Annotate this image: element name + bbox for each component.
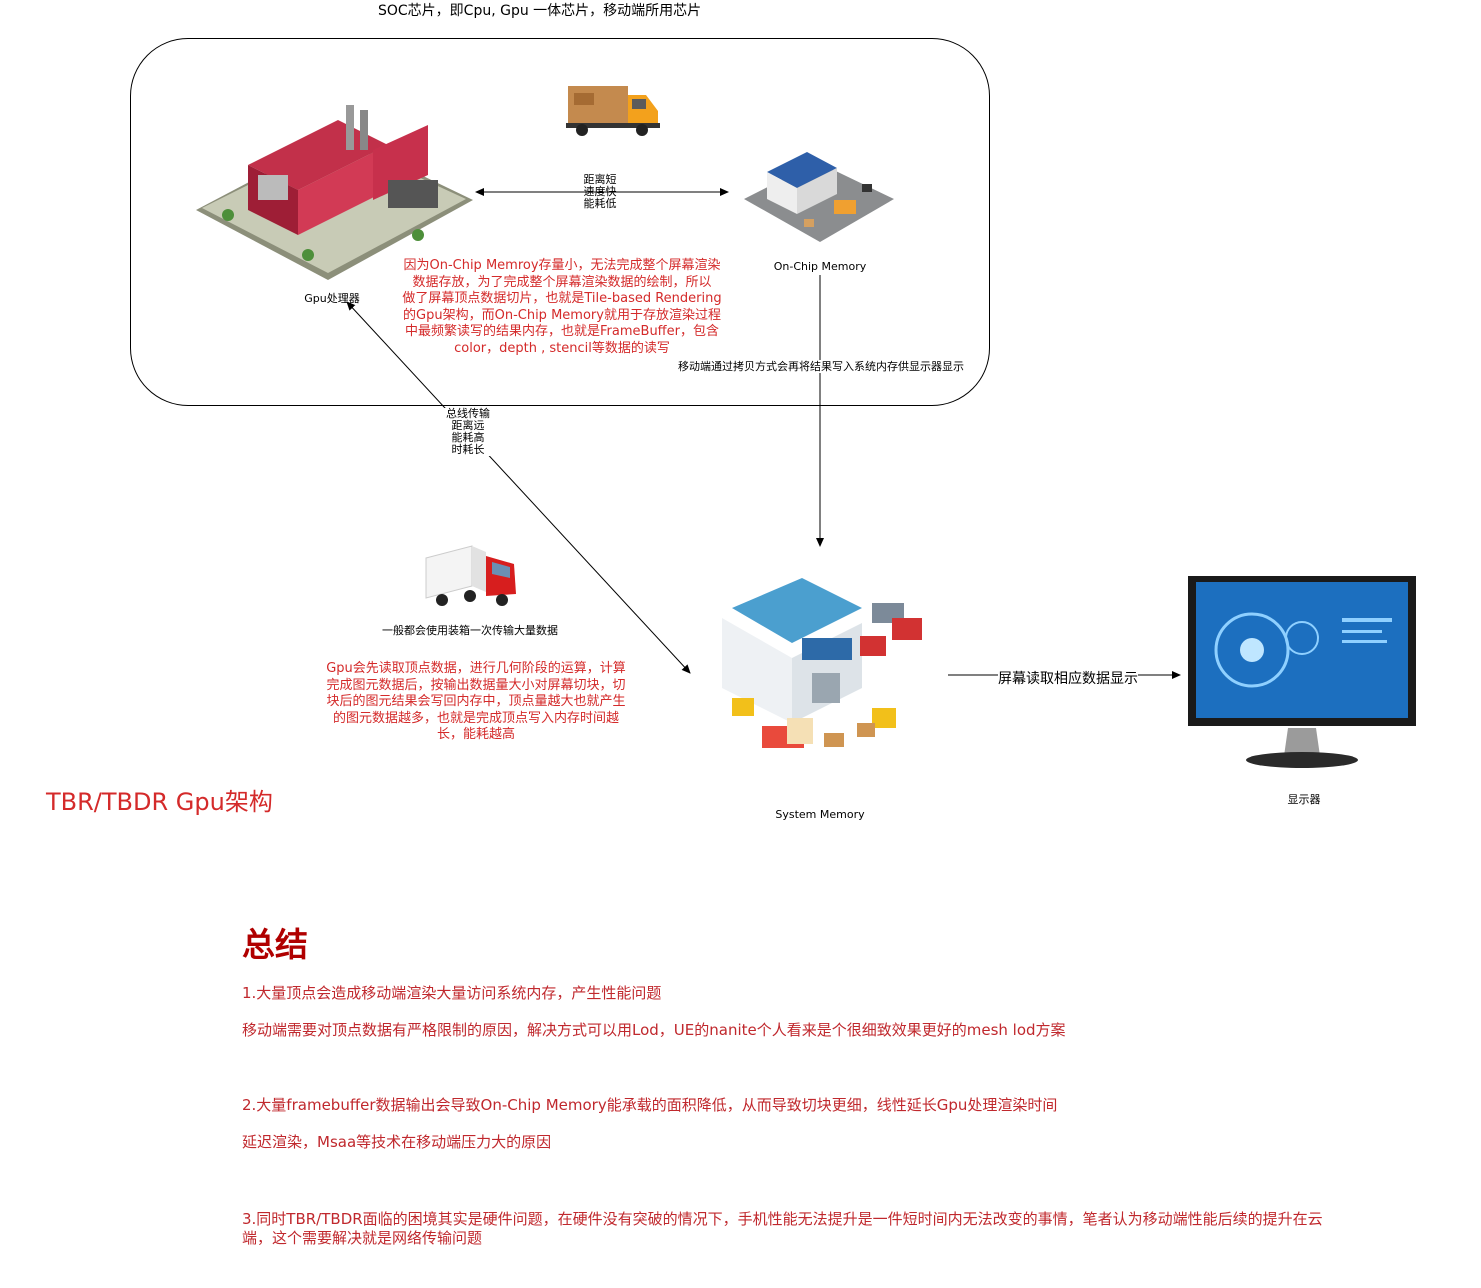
summary-point-1-detail: 移动端需要对顶点数据有严格限制的原因，解决方式可以用Lod，UE的nanite个… [242, 1021, 1066, 1039]
summary-point-3-line-1: 3.同时TBR/TBDR面临的困境其实是硬件问题，在硬件没有突破的情况下，手机性… [242, 1210, 1323, 1228]
note-line: 数据存放，为了完成整个屏幕渲染数据的绘制，所以 [412, 274, 712, 290]
note-line: color，depth , stencil等数据的读写 [454, 340, 670, 356]
summary-point-1: 1.大量顶点会造成移动端渲染大量访问系统内存，产生性能问题 [242, 984, 662, 1002]
note-line: 中最频繁读写的结果内存，也就是FrameBuffer，包含 [405, 324, 719, 339]
monitor-icon [1182, 568, 1428, 786]
summary-point-2: 2.大量framebuffer数据输出会导致On-Chip Memory能承载的… [242, 1096, 1058, 1114]
small-warehouse-icon [742, 144, 897, 244]
summary-point-2-detail: 延迟渲染，Msaa等技术在移动端压力大的原因 [242, 1133, 552, 1151]
edge-line: 距离短 [583, 173, 617, 186]
system-gpu-arrow [346, 301, 691, 674]
note-line: 完成图元数据后，按输出数据量大小对屏幕切块，切 [326, 677, 626, 693]
summary-point-3: 3.同时TBR/TBDR面临的困境其实是硬件问题，在硬件没有突破的情况下，手机性… [242, 1210, 1467, 1248]
red-container-truck-icon [422, 544, 522, 610]
monitor-label: 显示器 [1287, 793, 1321, 806]
note-line: 块后的图元结果会写回内存中，顶点量越大也就产生 [326, 694, 626, 709]
gpu-label: Gpu处理器 [304, 292, 360, 305]
gpu-note: Gpu会先读取顶点数据，进行几何阶段的运算，计算 完成图元数据后，按输出数据量大… [308, 661, 644, 744]
note-line: 的Gpu架构，而On-Chip Memory就用于存放渲染过程 [403, 307, 721, 323]
onchip-note: 因为On-Chip Memroy存量小，无法完成整个屏幕渲染 数据存放，为了完成… [392, 258, 732, 357]
edge-line: 距离远 [451, 419, 485, 432]
system-monitor-edge-label: 屏幕读取相应数据显示 [998, 668, 1138, 688]
system-gpu-edge-label: 总线传输 距离远 能耗高 时耗长 [436, 408, 500, 456]
factory-icon [188, 95, 476, 285]
diagram-title: TBR/TBDR Gpu架构 [46, 788, 273, 816]
edge-line: 能耗高 [451, 431, 485, 444]
soc-label: SOC芯片，即Cpu, Gpu 一体芯片，移动端所用芯片 [378, 3, 702, 19]
note-line: 做了屏幕顶点数据切片，也就是Tile-based Rendering [402, 291, 722, 306]
summary-title: 总结 [242, 925, 308, 964]
note-line: 长，能耗越高 [436, 727, 515, 742]
on-chip-label: On-Chip Memory [773, 260, 867, 273]
edge-line: 能耗低 [583, 197, 617, 210]
summary-point-3-line-2: 端，这个需要解决就是网络传输问题 [242, 1229, 483, 1247]
gpu-onchip-edge-label: 距离短 速度快 能耗低 [570, 174, 630, 210]
edge-line: 速度快 [583, 185, 617, 198]
edge-line: 时耗长 [451, 443, 485, 456]
edge-line: 总线传输 [446, 407, 490, 420]
note-line: 因为On-Chip Memroy存量小，无法完成整个屏幕渲染 [403, 258, 721, 273]
system-memory-label: System Memory [775, 808, 865, 821]
note-line: 的图元数据越多，也就是完成顶点写入内存时间越 [332, 710, 619, 726]
warehouse-icon [692, 548, 948, 798]
onchip-system-edge-label: 移动端通过拷贝方式会再将结果写入系统内存供显示器显示 [678, 360, 964, 373]
note-line: Gpu会先读取顶点数据，进行几何阶段的运算，计算 [326, 661, 626, 676]
truck-caption: 一般都会使用装箱一次传输大量数据 [382, 624, 558, 637]
delivery-truck-icon [566, 83, 662, 138]
